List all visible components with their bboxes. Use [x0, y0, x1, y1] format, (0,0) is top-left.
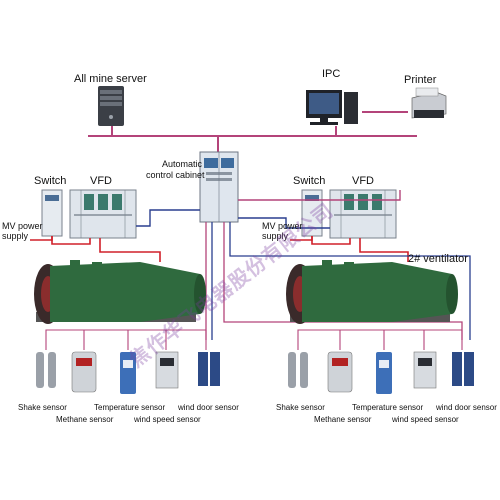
left-temperature-sensor-icon — [120, 352, 136, 394]
printer-icon — [411, 87, 447, 119]
left-vfd-label: VFD — [90, 175, 112, 187]
left-power-line — [30, 236, 53, 241]
right-wind-speed-sensor-label: wind speed sensor — [392, 415, 459, 424]
right-wind-speed-sensor-icon — [413, 351, 437, 389]
left-wind-speed-sensor-icon — [155, 351, 179, 389]
left-vfd-fan-line — [99, 238, 161, 262]
right-switch-label: Switch — [293, 175, 326, 187]
right-temperature-sensor-label: Temperature sensor — [352, 403, 424, 412]
left-power-line1: MV power — [2, 221, 43, 231]
right-methane-sensor-label: Methane sensor — [314, 415, 372, 424]
cabinet-to-right-sensors-2 — [229, 222, 471, 340]
left-wind-door-sensor-icon — [198, 352, 220, 386]
server-icon — [98, 86, 124, 126]
ipc-icon — [306, 90, 358, 125]
left-vfd-icon — [69, 189, 137, 239]
left-shake-sensor-label: Shake sensor — [18, 403, 67, 412]
right-vfd-icon — [329, 189, 397, 239]
left-ventilator-icon — [34, 260, 206, 324]
left-shake-sensor-icon — [36, 352, 56, 388]
left-switch-vfd-line — [51, 236, 91, 245]
left-temperature-sensor-label: Temperature sensor — [94, 403, 166, 412]
left-methane-sensor-label: Methane sensor — [56, 415, 114, 424]
cabinet-to-left-vfd — [136, 209, 200, 227]
server-label: All mine server — [74, 73, 147, 85]
right-temperature-sensor-icon — [376, 352, 392, 394]
right-wind-door-sensor-icon — [452, 352, 474, 386]
right-power-line2: supply — [262, 231, 289, 241]
cabinet-label-line2: control cabinet — [146, 170, 205, 180]
right-shake-sensor-icon — [288, 352, 308, 388]
left-sensor-bus — [45, 329, 207, 350]
left-power-line2: supply — [2, 231, 29, 241]
cabinet-to-right-vfd — [238, 217, 330, 229]
printer-label: Printer — [404, 74, 437, 86]
right-vfd-fan-line — [359, 238, 409, 262]
right-power-line1: MV power — [262, 221, 303, 231]
right-wind-door-sensor-label: wind door sensor — [436, 403, 497, 412]
right-vfd-label: VFD — [352, 175, 374, 187]
left-switch-icon — [41, 189, 63, 237]
right-methane-sensor-icon — [327, 351, 353, 393]
left-switch-label: Switch — [34, 175, 67, 187]
control-cabinet-icon — [199, 151, 239, 223]
ipc-label: IPC — [322, 68, 341, 80]
right-sensor-bus — [297, 329, 463, 350]
right-switch-vfd-line — [311, 236, 351, 245]
cabinet-to-right-group — [238, 190, 401, 201]
right-ventilator-icon — [286, 260, 458, 324]
left-methane-sensor-icon — [71, 351, 97, 393]
right-ventilator-label: 2# ventilator — [408, 253, 468, 265]
left-wind-speed-sensor-label: wind speed sensor — [134, 415, 201, 424]
right-switch-icon — [301, 189, 323, 237]
left-wind-door-sensor-label: wind door sensor — [178, 403, 239, 412]
cabinet-label-line1: Automatic — [162, 159, 203, 169]
right-shake-sensor-label: Shake sensor — [276, 403, 325, 412]
